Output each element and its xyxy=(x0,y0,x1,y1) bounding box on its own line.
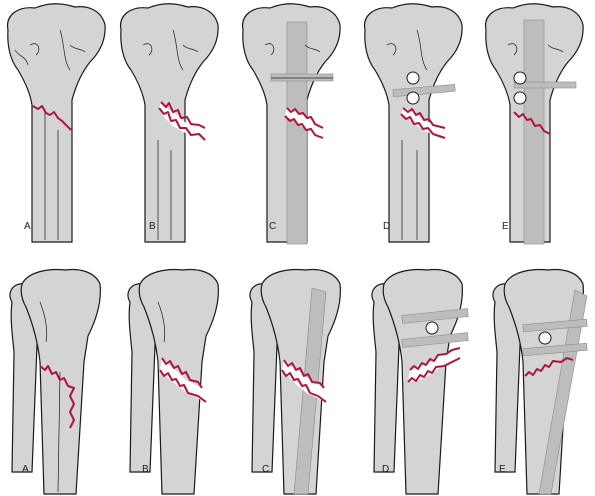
fracture-line xyxy=(159,369,207,403)
plate xyxy=(522,318,588,333)
panel-top-d: D xyxy=(364,3,463,243)
transverse-screw xyxy=(270,73,334,82)
screw-head xyxy=(538,331,552,345)
fracture-line xyxy=(400,113,446,139)
panel-label: A xyxy=(22,464,29,475)
panel-bottom-a: A xyxy=(9,268,101,495)
fracture-line xyxy=(513,111,551,135)
tibia-bone xyxy=(20,268,101,495)
panel-label: E xyxy=(499,464,506,475)
panel-label: B xyxy=(149,221,156,232)
fracture-line xyxy=(407,357,461,383)
fracture-gap xyxy=(408,348,460,382)
fracture-line xyxy=(524,357,574,377)
tibia-bone xyxy=(382,268,463,495)
plate xyxy=(522,342,588,357)
intramedullary-nail xyxy=(523,19,545,245)
panel-bottom-e: E xyxy=(492,268,588,495)
panel-label: E xyxy=(502,221,509,232)
tibia-bone xyxy=(7,3,106,243)
panel-top-b: B xyxy=(120,3,219,243)
screw-head xyxy=(513,91,527,105)
tibia-bone xyxy=(120,3,219,243)
screw-head xyxy=(513,71,527,85)
fracture-gap xyxy=(282,360,326,402)
fracture-line xyxy=(402,107,446,129)
fracture-line xyxy=(283,359,325,389)
panel-label: C xyxy=(269,221,276,232)
panel-top-e: E xyxy=(485,3,584,245)
plate xyxy=(401,308,469,324)
fracture-line xyxy=(158,107,206,141)
intramedullary-nail xyxy=(538,289,588,495)
screw-head xyxy=(425,321,439,335)
panel-label: D xyxy=(383,221,390,232)
fracture-line xyxy=(161,357,203,389)
fracture-line xyxy=(281,369,327,403)
panel-bottom-d: D xyxy=(371,268,469,495)
screw-head xyxy=(406,91,420,105)
fracture-gap xyxy=(285,108,323,138)
panel-label: C xyxy=(262,464,269,475)
plate xyxy=(401,332,469,348)
fracture-line xyxy=(32,105,72,131)
fracture-line xyxy=(284,115,324,139)
panel-top-a: A xyxy=(7,3,106,243)
panel-label: B xyxy=(142,464,149,475)
fracture-line xyxy=(39,365,75,429)
fracture-line xyxy=(160,101,206,129)
fracture-gap xyxy=(160,358,206,402)
panel-bottom-b: B xyxy=(127,268,219,495)
panel-top-c: C xyxy=(242,3,341,245)
fracture-gap xyxy=(159,102,205,140)
screw-head xyxy=(406,71,420,85)
fracture-gap xyxy=(401,108,445,138)
interlocking-screw xyxy=(513,81,577,89)
fracture-line xyxy=(286,107,324,129)
panel-label: A xyxy=(24,221,31,232)
panel-label: D xyxy=(382,464,389,475)
intramedullary-nail xyxy=(286,21,308,245)
panel-bottom-c: C xyxy=(249,268,341,495)
fracture-line xyxy=(409,347,461,371)
